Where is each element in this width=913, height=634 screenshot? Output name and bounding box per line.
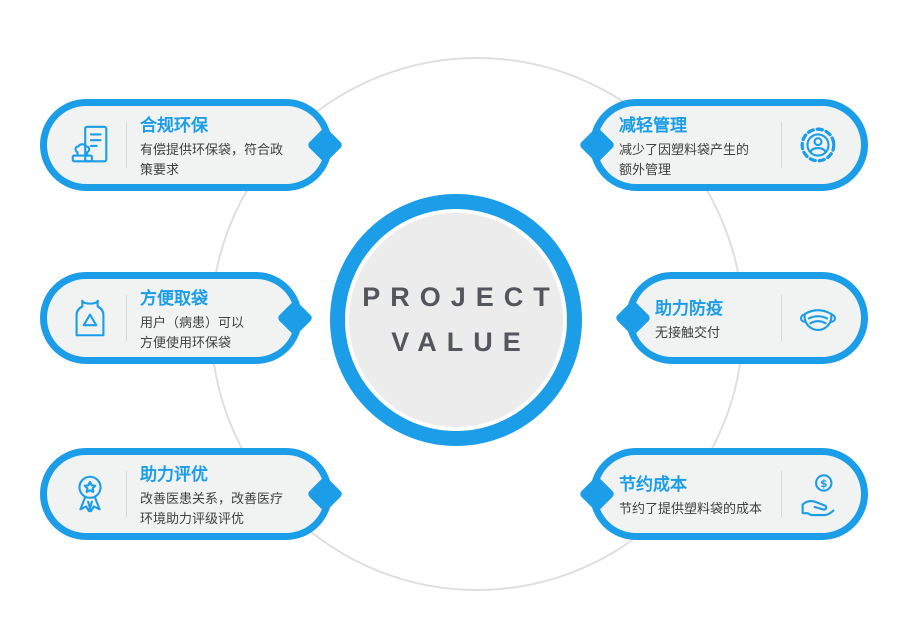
gear-person-icon [795, 122, 841, 168]
card-epidemic-prevention: 助力防疫 无接触交付 [614, 272, 868, 364]
card-cost-saving: 节约成本 节约了提供塑料袋的成本 $ [578, 448, 868, 540]
card-compliance: 合规环保 有偿提供环保袋，符合政 策要求 [40, 99, 344, 191]
card-title: 节约成本 [619, 474, 687, 494]
svg-text:$: $ [820, 478, 827, 490]
divider [781, 471, 782, 517]
divider [126, 295, 127, 341]
award-medal-icon [67, 471, 113, 517]
card-desc: 节约了提供塑料袋的成本 [619, 500, 763, 516]
divider [126, 122, 127, 168]
card-title: 方便取袋 [140, 289, 208, 308]
divider [126, 471, 127, 517]
card-desc: 减少了因塑料袋产生的 额外管理 [619, 142, 750, 177]
card-title: 合规环保 [140, 116, 208, 135]
center-circle-inner: PROJECT VALUE [349, 213, 563, 427]
center-title-line1: PROJECT [362, 282, 560, 313]
card-rating-boost: 助力评优 改善医患关系，改善医疗 环境助力评级评优 [40, 448, 344, 540]
card-convenient-bag: 方便取袋 用户（病患）可以 方便使用环保袋 [40, 272, 314, 364]
card-less-management: 减轻管理 减少了因塑料袋产生的 额外管理 [578, 99, 868, 191]
card-desc: 改善医患关系，改善医疗 环境助力评级评优 [140, 491, 284, 526]
recycle-bag-icon [67, 295, 113, 341]
card-title: 助力防疫 [655, 298, 723, 318]
card-desc: 无接触交付 [655, 324, 721, 340]
divider [781, 122, 782, 168]
card-desc: 有偿提供环保袋，符合政 策要求 [140, 142, 284, 177]
card-desc: 用户（病患）可以 方便使用环保袋 [140, 315, 245, 350]
center-circle: PROJECT VALUE [330, 194, 582, 446]
divider [781, 295, 782, 341]
stamp-document-icon [67, 122, 113, 168]
card-title: 助力评优 [140, 465, 208, 484]
hand-coin-icon: $ [795, 471, 841, 517]
center-title-line2: VALUE [391, 327, 531, 357]
card-title: 减轻管理 [619, 116, 687, 135]
face-mask-icon [795, 295, 841, 341]
